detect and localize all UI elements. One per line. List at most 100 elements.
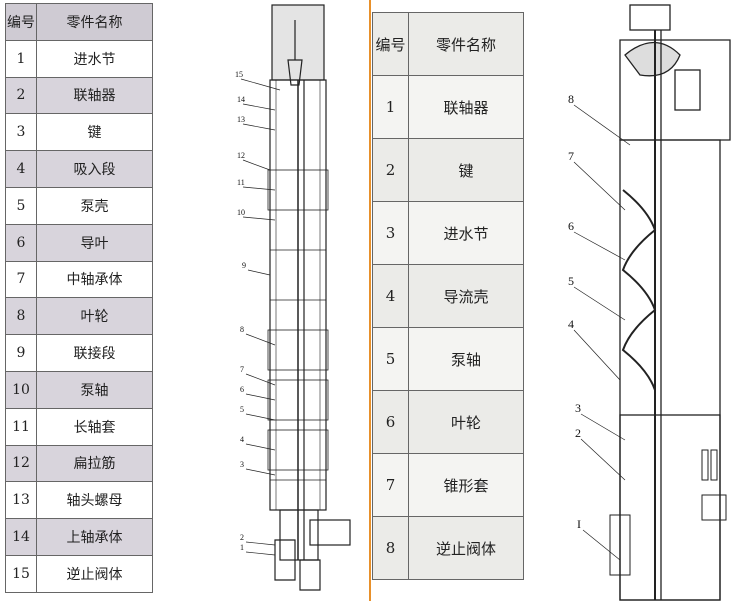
leader-line bbox=[245, 551, 276, 556]
part-number: 3 bbox=[372, 201, 409, 265]
leader-line bbox=[245, 541, 276, 546]
leader-line bbox=[247, 269, 271, 276]
part-name: 进水节 bbox=[36, 39, 153, 78]
part-number: 8 bbox=[372, 516, 409, 580]
part-number: 5 bbox=[372, 327, 409, 391]
leader-line bbox=[573, 104, 631, 146]
part-callout-label: 7 bbox=[240, 365, 244, 374]
part-callout-label: 12 bbox=[237, 151, 245, 160]
part-name: 锥形套 bbox=[408, 453, 524, 517]
leader-line bbox=[582, 529, 621, 561]
part-name: 叶轮 bbox=[408, 390, 524, 454]
leader-line bbox=[242, 103, 276, 111]
part-callout-label: 15 bbox=[235, 70, 243, 79]
part-name: 联接段 bbox=[36, 334, 153, 372]
part-callout-label: 8 bbox=[240, 325, 244, 334]
part-number: 7 bbox=[5, 260, 37, 299]
part-callout-label: 6 bbox=[568, 219, 574, 233]
leader-line bbox=[242, 216, 276, 221]
part-number: 2 bbox=[372, 138, 409, 202]
part-callout-label: 5 bbox=[240, 405, 244, 414]
leader-line bbox=[245, 333, 276, 346]
part-name: 泵轴 bbox=[408, 327, 524, 391]
part-callout-label: 6 bbox=[240, 385, 244, 394]
part-name: 导流壳 bbox=[408, 264, 524, 328]
part-callout-label: 7 bbox=[568, 149, 574, 163]
part-name: 中轴承体 bbox=[36, 260, 153, 299]
part-name: 泵轴 bbox=[36, 370, 153, 409]
part-number: 3 bbox=[5, 113, 37, 152]
part-number: 编号 bbox=[5, 3, 37, 41]
divider-line bbox=[369, 0, 371, 601]
part-callout-label: 9 bbox=[242, 261, 246, 270]
part-name: 扁拉筋 bbox=[36, 444, 153, 483]
part-name: 联轴器 bbox=[408, 75, 524, 139]
table-header: 编号零件名称 bbox=[5, 3, 153, 41]
part-number: 6 bbox=[372, 390, 409, 454]
part-callout-label: 13 bbox=[237, 115, 245, 124]
part-number: 9 bbox=[5, 334, 37, 372]
leader-line bbox=[242, 123, 276, 131]
part-number: 15 bbox=[5, 554, 37, 593]
part-number: 2 bbox=[5, 76, 37, 115]
part-number: 11 bbox=[5, 407, 37, 446]
part-number: 12 bbox=[5, 444, 37, 483]
part-callout-label: 4 bbox=[240, 435, 244, 444]
part-callout-label: 1 bbox=[240, 543, 244, 552]
part-number: 编号 bbox=[372, 12, 409, 76]
part-callout-label: 11 bbox=[237, 178, 245, 187]
part-name: 键 bbox=[408, 138, 524, 202]
part-name: 逆止阀体 bbox=[36, 554, 153, 593]
part-name: 导叶 bbox=[36, 223, 153, 262]
part-name: 键 bbox=[36, 113, 153, 152]
part-number: 13 bbox=[5, 481, 37, 520]
part-number: 1 bbox=[5, 39, 37, 78]
leader-line bbox=[580, 413, 626, 441]
part-name: 进水节 bbox=[408, 201, 524, 265]
part-name: 零件名称 bbox=[408, 12, 524, 76]
part-number: 4 bbox=[372, 264, 409, 328]
leader-line bbox=[245, 393, 276, 401]
part-name: 零件名称 bbox=[36, 3, 153, 41]
part-callout-label: 2 bbox=[240, 533, 244, 542]
part-number: 8 bbox=[5, 297, 37, 336]
part-number: 6 bbox=[5, 223, 37, 262]
part-callout-label: 10 bbox=[237, 208, 245, 217]
leader-line bbox=[240, 78, 281, 91]
leader-line bbox=[245, 443, 276, 451]
leader-line bbox=[245, 468, 276, 476]
leader-line bbox=[580, 438, 626, 481]
leader-line bbox=[242, 186, 276, 191]
part-name: 吸入段 bbox=[36, 150, 153, 188]
table-header: 编号零件名称 bbox=[372, 12, 524, 76]
part-name: 逆止阀体 bbox=[408, 516, 524, 580]
part-number: 10 bbox=[5, 370, 37, 409]
part-name: 上轴承体 bbox=[36, 518, 153, 556]
part-callout-label: 4 bbox=[568, 317, 574, 331]
part-callout-label: 5 bbox=[568, 274, 574, 288]
